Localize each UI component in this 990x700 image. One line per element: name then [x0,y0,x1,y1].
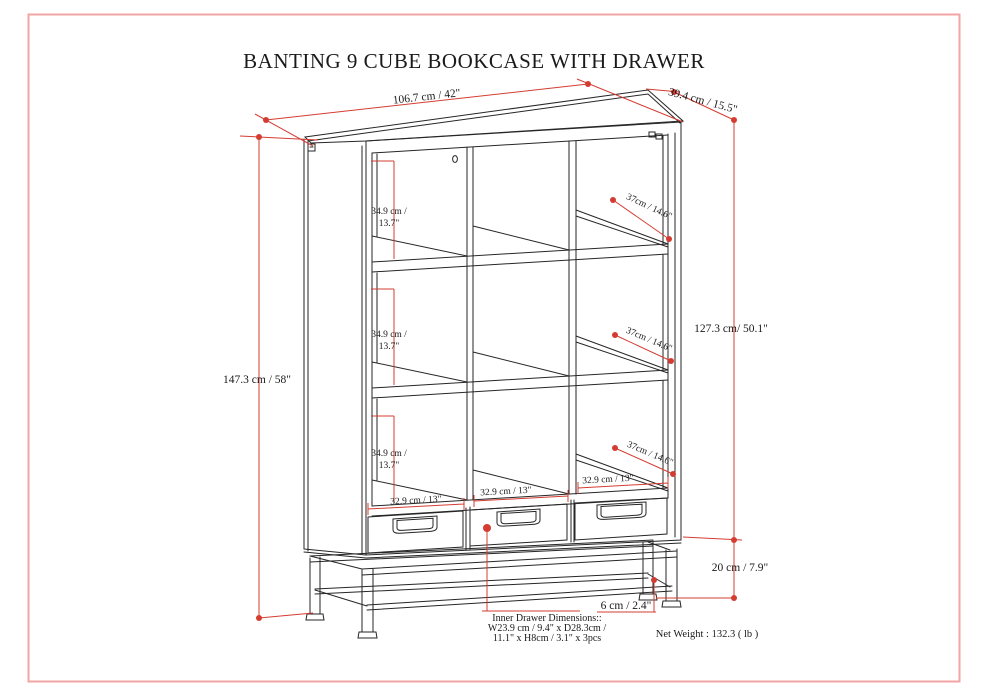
page-title: BANTING 9 CUBE BOOKCASE WITH DRAWER [243,49,705,73]
dimension-cube-width-col3: 32.9 cm / 13" [577,474,669,494]
dimension-foot-clearance: 6 cm / 2.4" [597,577,657,613]
cube-height-label-l1: 34.9 cm / [371,330,407,340]
cam-lock-hardware [307,131,663,163]
base-top-back-rail [309,539,654,563]
cube-height-label-l1: 34.9 cm / [371,207,407,217]
inner-drawer-note-l2: W23.9 cm / 9.4" x D28.3cm / [488,623,606,634]
back-left-leg [309,556,321,615]
base-height-label: 20 cm / 7.9" [712,562,768,574]
base-front-stretcher [366,585,673,611]
net-weight-label: Net Weight : 132.3 ( lb ) [656,629,759,640]
cube-depth-label: 37cm / 14.6" [624,326,673,354]
page-border [27,13,961,683]
drawer-row [367,497,668,554]
cube-height-label-l2: 13.7" [379,342,400,352]
drawer-2 [469,503,568,547]
dimension-overall-height: 147.3 cm / 58" [223,134,319,621]
front-right-leg [665,548,678,602]
overall-depth-label: 39.4 cm / 15.5" [667,86,739,116]
dimension-cube-depth-row3: 37cm / 14.6" [612,440,676,477]
left-side-panel [303,138,367,559]
cube-interiors [371,135,669,501]
dimension-base-height: 20 cm / 7.9" [656,540,768,601]
inner-drawer-note-l1: Inner Drawer Dimensions:: [492,613,601,624]
dimension-cube-depth-row2: 37cm / 14.6" [612,326,674,364]
cube-depth-label: 37cm / 14.6" [625,192,674,222]
feet [305,593,682,639]
cube-width-label: 32.9 cm / 13" [390,495,442,508]
bookcase-drawing [303,89,685,639]
base-top-side-rails [309,541,671,570]
base-top-front-rail [361,550,678,576]
drawer-1-handle [392,515,438,534]
base-frame [305,539,682,639]
drawer-3-handle [596,501,647,520]
dimension-cube-height-row1: 34.9 cm / 13.7" [371,160,407,259]
drawer-3 [574,497,668,541]
foot-clearance-label: 6 cm / 2.4" [601,600,652,612]
base-side-stretchers [314,573,671,607]
overall-height-label: 147.3 cm / 58" [223,374,291,386]
dimension-overall-width: 106.7 cm / 42" [254,78,684,147]
cube-height-label-l2: 13.7" [379,461,400,471]
inner-drawer-note: Inner Drawer Dimensions:: W23.9 cm / 9.4… [482,524,606,644]
overall-width-label: 106.7 cm / 42" [392,87,461,106]
cube-height-label-l1: 34.9 cm / [371,449,407,459]
back-right-leg [642,540,654,595]
front-frame [365,121,682,559]
carcass-height-label: 127.3 cm/ 50.1" [694,323,768,335]
dimension-cube-width-col1: 32.9 cm / 13" [367,495,465,515]
dimension-cube-height-row2: 34.9 cm / 13.7" [371,288,407,385]
cube-width-label: 32.9 cm / 13" [480,486,532,499]
dimension-cube-height-row3: 34.9 cm / 13.7" [371,415,407,503]
base-back-stretcher [314,572,649,595]
drawer-1 [367,510,464,554]
dimension-cube-width-col2: 32.9 cm / 13" [473,486,569,507]
cube-height-label-l2: 13.7" [379,219,400,229]
front-left-leg [361,568,374,633]
drawer-2-handle [496,508,541,527]
cube-width-label: 32.9 cm / 13" [582,474,634,487]
top-panel [303,89,685,144]
dimension-carcass-height: 127.3 cm/ 50.1" [682,120,768,543]
inner-drawer-note-l3: 11.1" x H8cm / 3.1" x 3pcs [493,633,601,644]
